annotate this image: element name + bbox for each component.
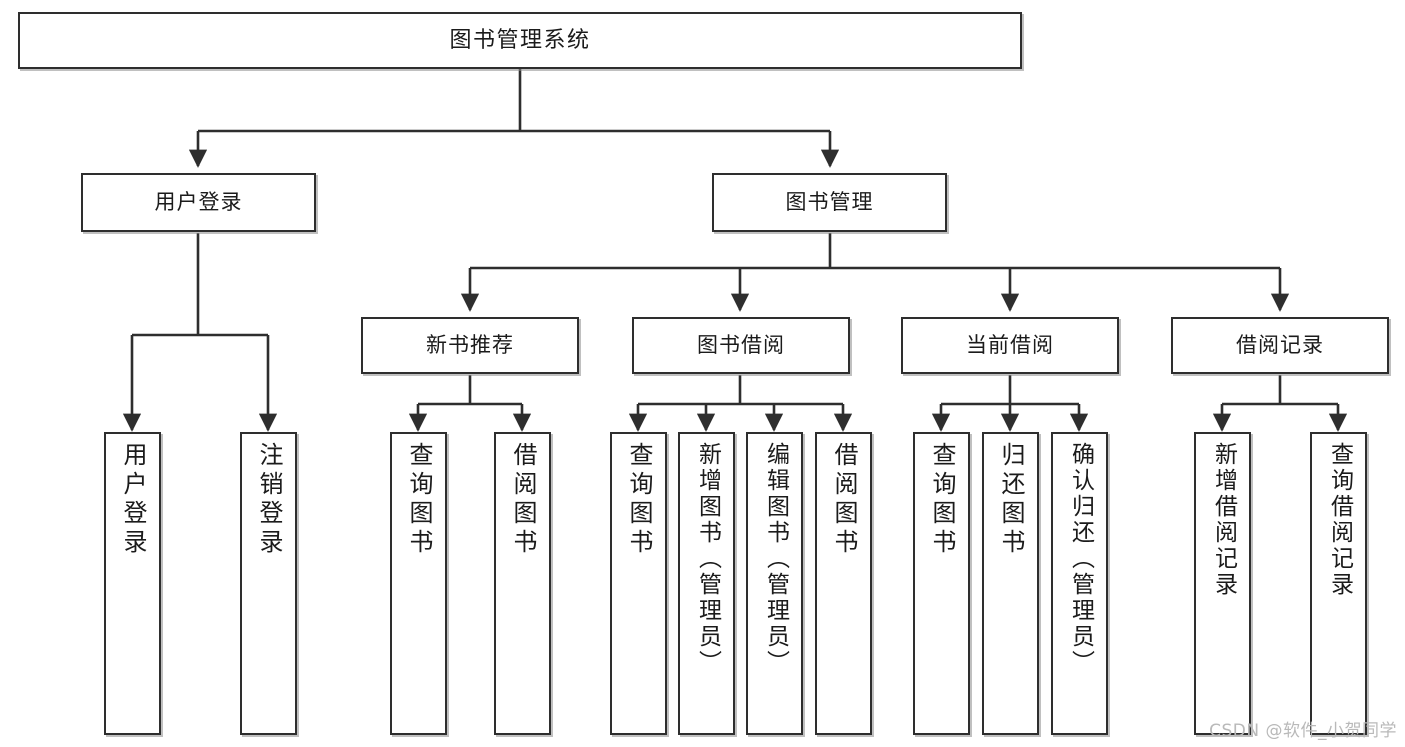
node-book-manage-label: 图书管理 <box>785 190 874 215</box>
leaf-edit-book-label: 编辑图书（管理员） <box>762 442 789 676</box>
leaf-user-login-label: 用户登录 <box>118 442 147 558</box>
leaf-logout-login[interactable]: 注销登录 <box>240 432 297 735</box>
node-borrow-record[interactable]: 借阅记录 <box>1171 317 1389 374</box>
node-book-borrow-label: 图书借阅 <box>697 333 785 358</box>
node-book-borrow[interactable]: 图书借阅 <box>632 317 850 374</box>
leaf-borrow-book-1-label: 借阅图书 <box>508 442 537 558</box>
leaf-confirm-return-label: 确认归还（管理员） <box>1067 442 1094 676</box>
leaf-query-book-3[interactable]: 查询图书 <box>913 432 970 735</box>
leaf-logout-login-label: 注销登录 <box>254 442 283 558</box>
csdn-watermark: CSDN @软件_小贺同学 <box>1209 721 1397 741</box>
node-new-book-recommend-label: 新书推荐 <box>426 333 514 358</box>
node-root[interactable]: 图书管理系统 <box>18 12 1022 69</box>
leaf-add-borrow-record[interactable]: 新增借阅记录 <box>1194 432 1251 735</box>
node-user-login[interactable]: 用户登录 <box>81 173 316 232</box>
leaf-query-borrow-record[interactable]: 查询借阅记录 <box>1310 432 1367 735</box>
leaf-borrow-book-2-label: 借阅图书 <box>829 442 858 558</box>
leaf-return-book-label: 归还图书 <box>996 442 1025 558</box>
leaf-borrow-book-1[interactable]: 借阅图书 <box>494 432 551 735</box>
leaf-query-book-1[interactable]: 查询图书 <box>390 432 447 735</box>
node-current-borrow[interactable]: 当前借阅 <box>901 317 1119 374</box>
node-borrow-record-label: 借阅记录 <box>1236 333 1324 358</box>
leaf-edit-book[interactable]: 编辑图书（管理员） <box>746 432 803 735</box>
leaf-query-book-1-label: 查询图书 <box>404 442 433 558</box>
leaf-query-book-2-label: 查询图书 <box>624 442 653 558</box>
leaf-query-borrow-record-label: 查询借阅记录 <box>1326 442 1353 598</box>
node-user-login-label: 用户登录 <box>154 190 243 215</box>
node-new-book-recommend[interactable]: 新书推荐 <box>361 317 579 374</box>
leaf-borrow-book-2[interactable]: 借阅图书 <box>815 432 872 735</box>
node-current-borrow-label: 当前借阅 <box>966 333 1054 358</box>
leaf-query-book-2[interactable]: 查询图书 <box>610 432 667 735</box>
leaf-add-borrow-record-label: 新增借阅记录 <box>1210 442 1237 598</box>
leaf-add-book-label: 新增图书（管理员） <box>694 442 721 676</box>
leaf-confirm-return[interactable]: 确认归还（管理员） <box>1051 432 1108 735</box>
node-root-label: 图书管理系统 <box>449 27 591 53</box>
node-book-manage[interactable]: 图书管理 <box>712 173 947 232</box>
leaf-return-book[interactable]: 归还图书 <box>982 432 1039 735</box>
leaf-query-book-3-label: 查询图书 <box>927 442 956 558</box>
leaf-add-book[interactable]: 新增图书（管理员） <box>678 432 735 735</box>
leaf-user-login[interactable]: 用户登录 <box>104 432 161 735</box>
